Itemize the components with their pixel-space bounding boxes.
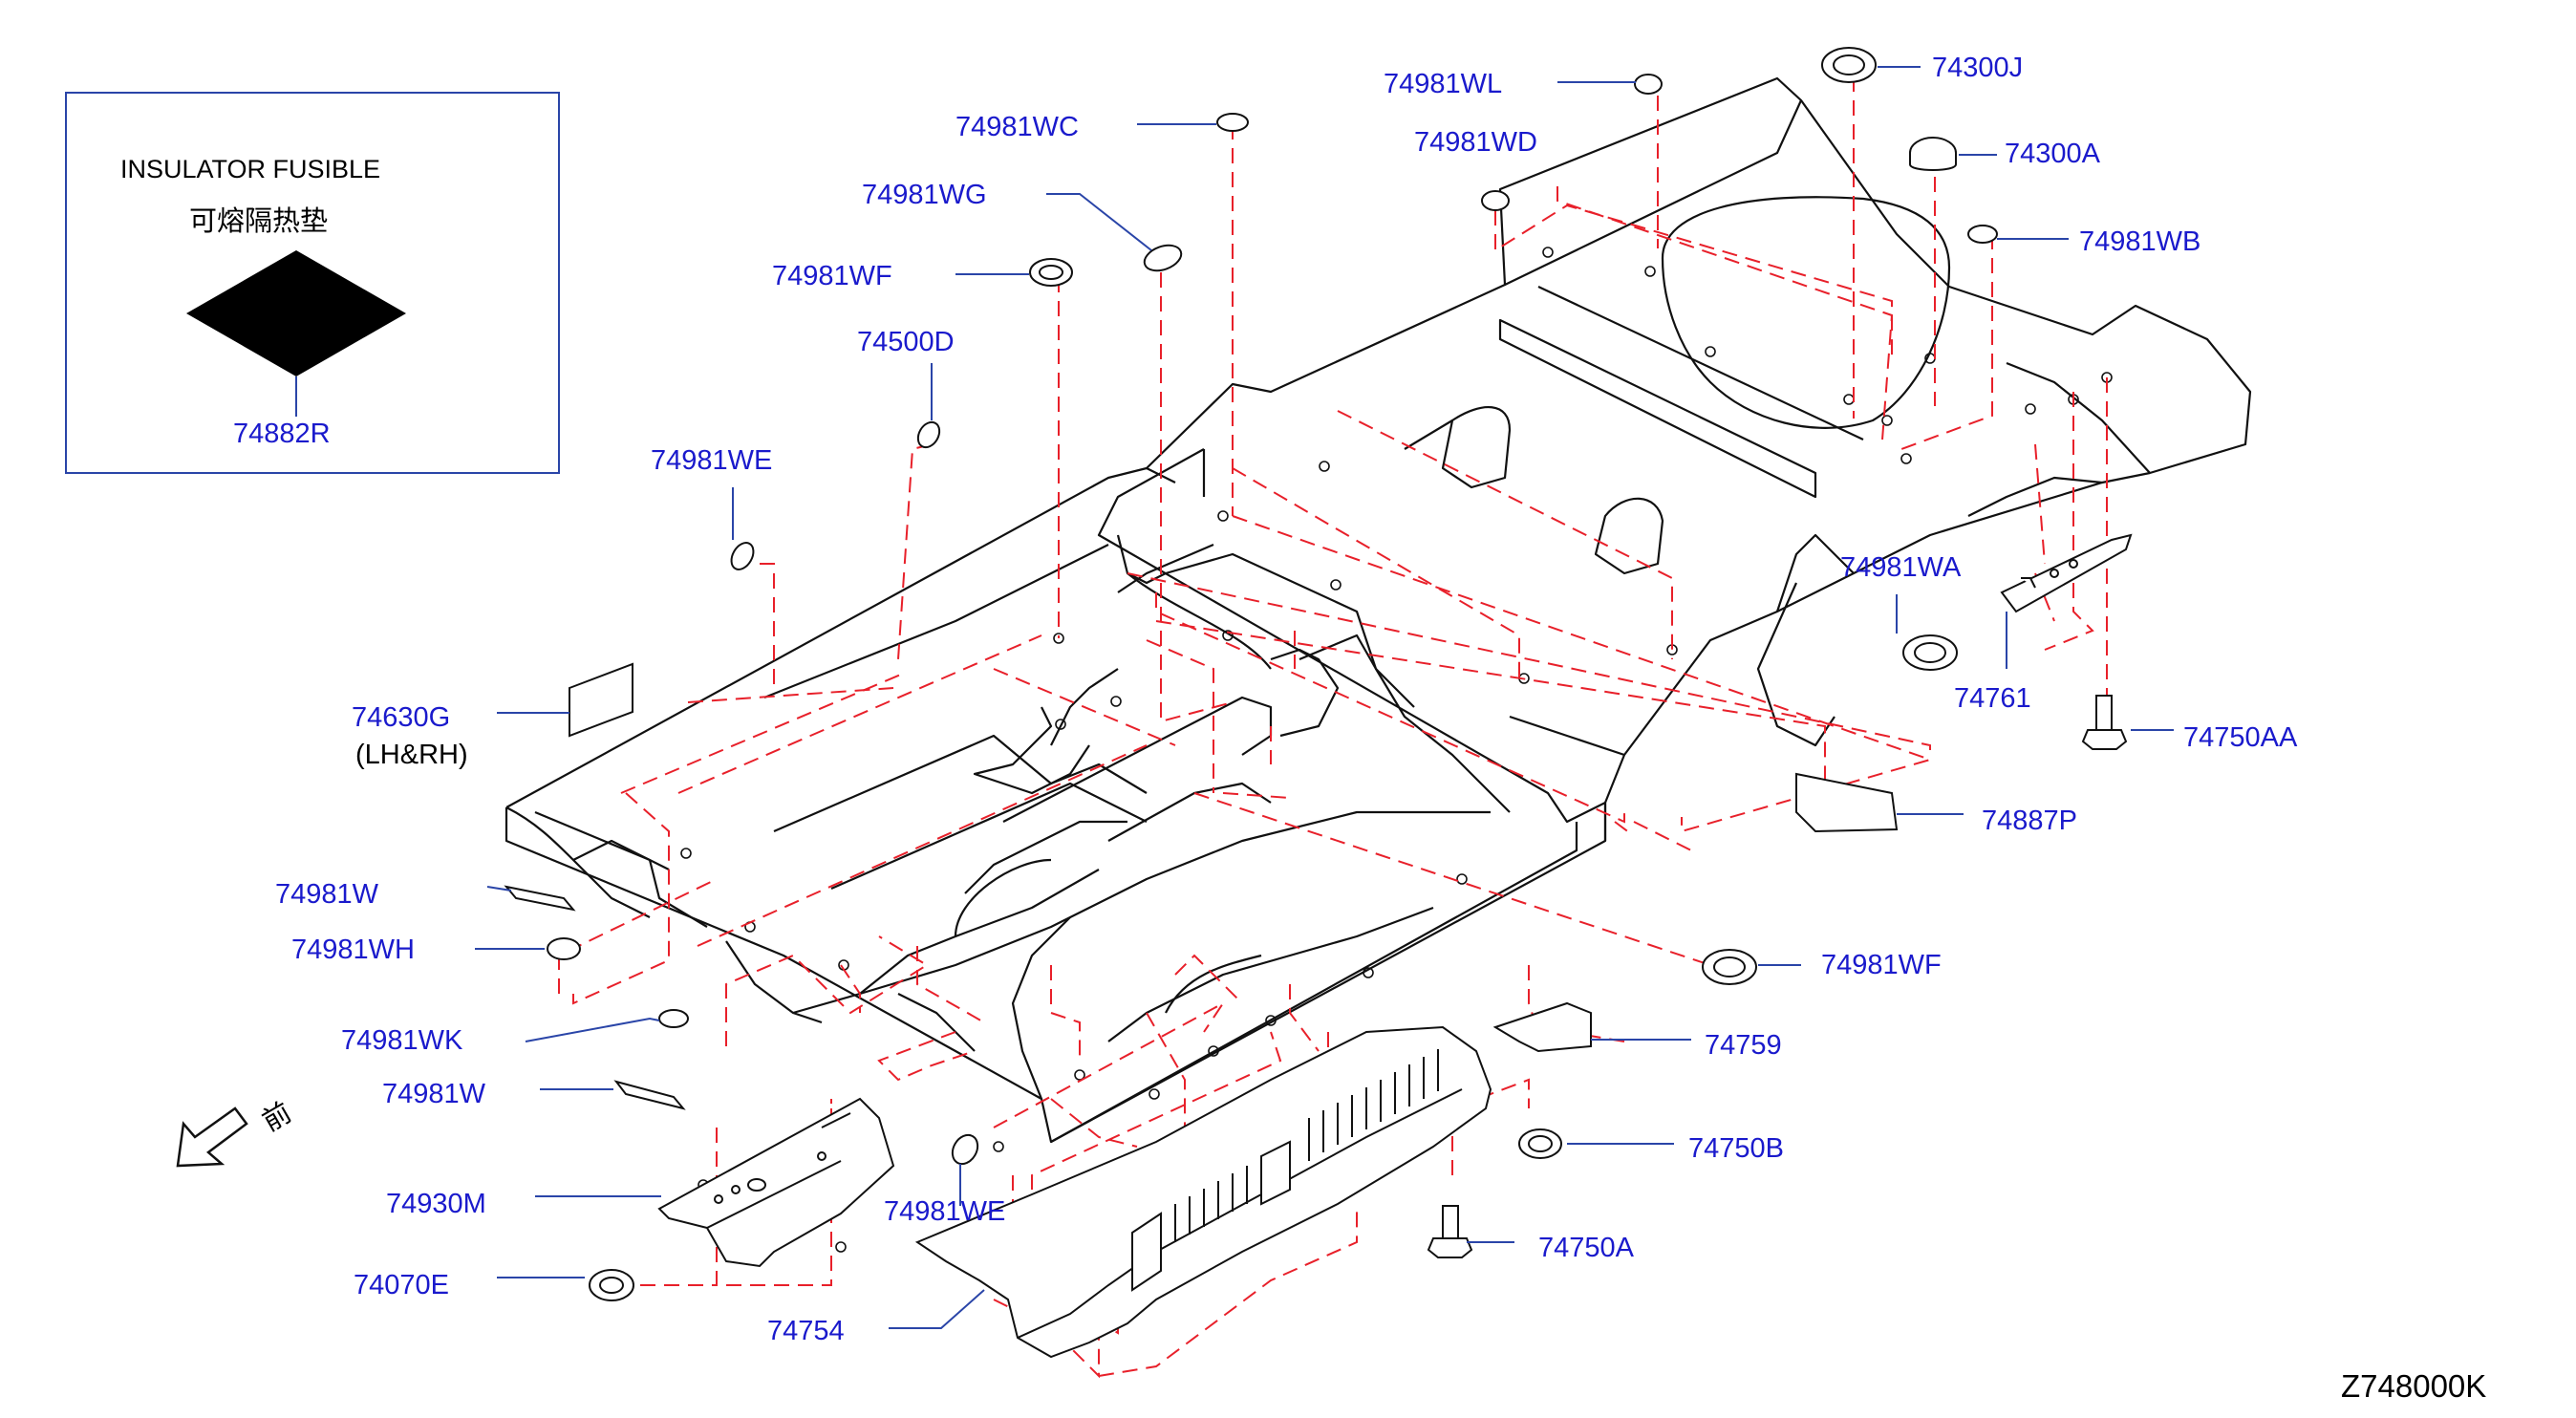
part-label-74981WD[interactable]: 74981WD bbox=[1414, 127, 1537, 158]
part-label-74981WF-top[interactable]: 74981WF bbox=[772, 261, 892, 291]
part-label-74759[interactable]: 74759 bbox=[1705, 1030, 1782, 1061]
part-label-74981WK[interactable]: 74981WK bbox=[341, 1025, 463, 1056]
part-label-74930M[interactable]: 74930M bbox=[386, 1189, 486, 1219]
part-label-74750AA[interactable]: 74750AA bbox=[2183, 722, 2298, 753]
part-label-74300A[interactable]: 74300A bbox=[2005, 139, 2100, 169]
part-label-74981WE-bottom[interactable]: 74981WE bbox=[884, 1196, 1006, 1227]
heat-shield-74930M bbox=[657, 1097, 895, 1268]
part-label-74981WA[interactable]: 74981WA bbox=[1840, 552, 1962, 583]
part-label-74981WE-top[interactable]: 74981WE bbox=[651, 445, 773, 476]
part-label-74981W-lower[interactable]: 74981W bbox=[382, 1079, 486, 1109]
plugs bbox=[547, 47, 1998, 1301]
floor-panel bbox=[504, 76, 2252, 1144]
pad-74887P bbox=[1795, 772, 1899, 833]
part-label-74981WL[interactable]: 74981WL bbox=[1384, 69, 1503, 99]
insulator-fusible-symbol bbox=[186, 250, 406, 376]
part-label-74981W-upper[interactable]: 74981W bbox=[275, 879, 379, 910]
part-label-74630G[interactable]: 74630G bbox=[352, 702, 451, 733]
part-label-74981WH[interactable]: 74981WH bbox=[291, 935, 415, 965]
part-label-74500D[interactable]: 74500D bbox=[857, 327, 955, 357]
part-label-74887P[interactable]: 74887P bbox=[1982, 806, 2077, 836]
part-label-lh-rh: (LH&RH) bbox=[355, 740, 468, 770]
part-label-74882R[interactable]: 74882R bbox=[233, 419, 331, 449]
part-label-74750A[interactable]: 74750A bbox=[1538, 1233, 1634, 1263]
part-label-74761[interactable]: 74761 bbox=[1954, 683, 2031, 714]
legend-box: INSULATOR FUSIBLE 可熔隔热垫 bbox=[65, 92, 560, 474]
part-label-74981WC[interactable]: 74981WC bbox=[955, 112, 1079, 142]
part-label-74750B[interactable]: 74750B bbox=[1688, 1133, 1784, 1164]
rear-bracket-74761 bbox=[2000, 533, 2133, 613]
part-label-74754[interactable]: 74754 bbox=[767, 1316, 845, 1346]
bracket-74759 bbox=[1492, 1001, 1592, 1053]
legend-title: INSULATOR FUSIBLE bbox=[120, 155, 381, 183]
part-label-74981WF-right[interactable]: 74981WF bbox=[1821, 950, 1942, 980]
front-arrow-icon bbox=[176, 1106, 248, 1168]
legend-subtitle: 可熔隔热垫 bbox=[189, 204, 329, 237]
part-label-74981WG[interactable]: 74981WG bbox=[862, 180, 987, 210]
heat-shield-74754 bbox=[914, 1025, 1492, 1359]
part-label-74300J[interactable]: 74300J bbox=[1932, 53, 2024, 83]
strip-pads bbox=[504, 662, 686, 1110]
diagram-code: Z748000K bbox=[2341, 1368, 2487, 1404]
part-label-74981WB[interactable]: 74981WB bbox=[2079, 226, 2201, 257]
leader-lines bbox=[475, 66, 2174, 1329]
bolts bbox=[1427, 695, 2128, 1258]
part-label-74070E[interactable]: 74070E bbox=[354, 1270, 449, 1300]
